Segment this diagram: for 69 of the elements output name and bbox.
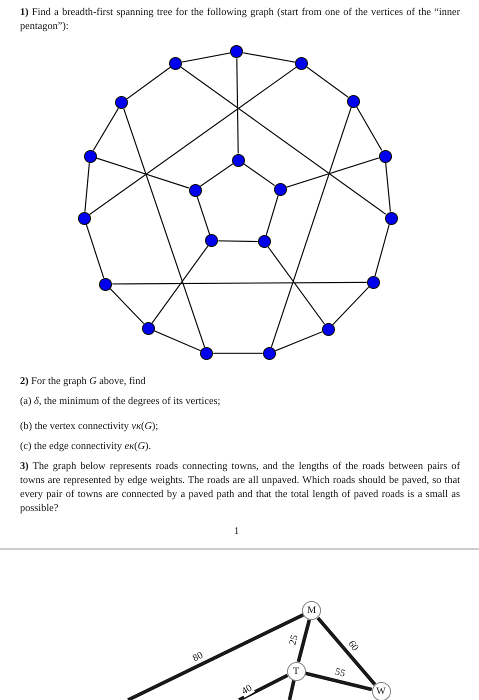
vertex-dot (115, 96, 128, 110)
graph-edge (86, 224, 104, 278)
vertex-dot (78, 212, 91, 225)
question-text: (b) the vertex connectivity vκ(G); (20, 420, 160, 434)
graph-edge (270, 106, 352, 348)
graph-edge (200, 163, 234, 187)
vertex-dot (262, 346, 276, 360)
graph-edge (84, 162, 90, 212)
vertex-dot (322, 322, 335, 336)
vertex-dot (230, 45, 244, 58)
graph-edge (238, 674, 288, 700)
graph-edge (356, 106, 382, 151)
graph-edge (332, 286, 370, 326)
graph-edge (275, 331, 322, 352)
graph-edge (96, 157, 189, 189)
graph-edge (182, 52, 230, 63)
graph-edge (127, 613, 304, 700)
vertex-dot (295, 56, 308, 70)
question-text: 3) The graph below represents roads connecting towns, and the lengths of the roads between pairs of towns are represented by edge weights. The roads are all unpaved. Which roads should be paved, so that every pair of towns are connected by a paved path and that the total length of paved roads is a small as possible? (20, 460, 460, 516)
graph-edge (89, 66, 297, 216)
town-name: W (376, 686, 386, 698)
town-node (372, 682, 390, 700)
vertex-dot (384, 212, 398, 224)
town-node (302, 601, 322, 620)
vertex-dot (200, 346, 214, 360)
vertex-dot (378, 150, 392, 162)
graph-edge (213, 352, 263, 354)
graph-edge (268, 246, 325, 324)
graph-edge (385, 162, 391, 212)
graph-edge (123, 108, 206, 348)
graph-edge (374, 224, 390, 276)
vertex-dot (274, 182, 286, 196)
graph-edge (180, 66, 386, 215)
town-name: M (307, 605, 316, 616)
vertex-dot (84, 150, 96, 162)
graph-edge (296, 619, 312, 662)
graph-edge (266, 195, 279, 236)
vertex-dot (258, 235, 271, 248)
graph-edge (316, 616, 376, 686)
graph-edge (288, 680, 296, 700)
town-name: T (292, 666, 300, 676)
graph-edge (126, 66, 171, 100)
graph-edge (286, 157, 379, 188)
vertex-dot (142, 322, 155, 335)
graph-edge (112, 282, 367, 285)
graph-edge (154, 330, 201, 352)
question-text: (c) the edge connectivity eκ(G). (20, 440, 152, 454)
graph-edge (306, 66, 348, 98)
graph-edge (92, 108, 119, 151)
graph-edge (218, 240, 258, 242)
question-text: 1) Find a breadth-first spanning tree for the following graph (start from one of the vertices of the “inner pentagon”): (20, 6, 460, 34)
question-text: (a) δ, the minimum of the degrees of its vertices; (20, 395, 222, 409)
graph-edge (243, 52, 296, 63)
graph-edge (243, 163, 276, 186)
town-node (286, 662, 306, 680)
graph-edge (304, 672, 372, 692)
graph-edge (236, 58, 239, 154)
graph-edge (152, 246, 208, 324)
question-text: 2) For the graph G above, find (20, 375, 147, 389)
vertex-dot (99, 278, 112, 290)
vertex-dot (232, 154, 245, 166)
vertex-dot (188, 184, 202, 196)
page-number: 1 (234, 525, 240, 539)
graph-edge (110, 288, 144, 324)
graph-edge (196, 196, 210, 235)
vertex-dot (169, 56, 182, 70)
vertex-dot (366, 276, 380, 289)
vertex-dot (205, 234, 218, 248)
vertex-dot (346, 94, 360, 108)
